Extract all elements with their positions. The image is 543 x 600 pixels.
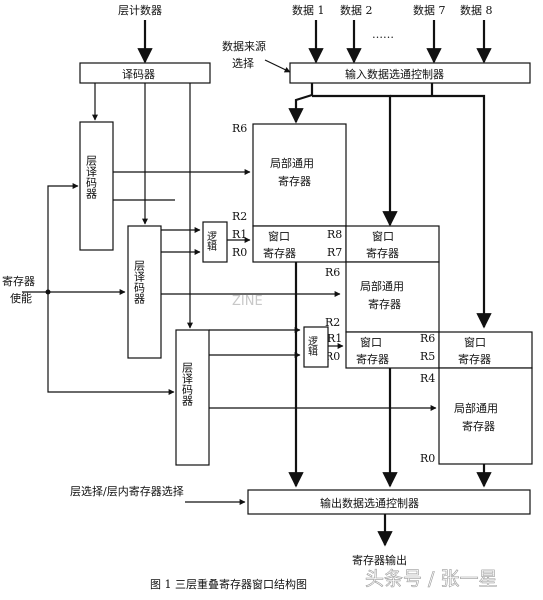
decoder-label: 译码器 — [122, 68, 155, 81]
layer-decoder-2 — [127, 225, 162, 359]
data8-label: 数据 8 — [460, 3, 493, 17]
data1-label: 数据 1 — [292, 3, 325, 17]
local-reg-3 — [438, 367, 533, 465]
window-reg-1-label: 窗口寄存器 — [263, 229, 296, 260]
r0-label-1: R0 — [232, 246, 247, 259]
r5-label: R5 — [420, 350, 435, 363]
r6-label-1: R6 — [232, 122, 247, 135]
window-reg-3-label: 窗口寄存器 — [458, 335, 491, 366]
window-reg-1b-label: 窗口寄存器 — [366, 229, 399, 260]
window-reg-2 — [345, 331, 440, 369]
input-ctrl-label: 输入数据选通控制器 — [345, 67, 444, 81]
layer-decoder-3 — [175, 329, 210, 466]
data-source-line1: 数据来源 — [222, 39, 266, 53]
data2-label: 数据 2 — [340, 3, 373, 17]
r0-label-2: R0 — [325, 350, 340, 363]
local-reg-3-label: 局部通用寄存器 — [454, 401, 498, 433]
data-source-select-label: 数据来源 选择 — [222, 39, 270, 70]
output-ctrl-box — [247, 489, 531, 515]
window-reg-3 — [438, 331, 533, 369]
layer-decoder-1-label: 层译码器 — [85, 155, 98, 200]
logic-1-label: 逻辑 — [205, 231, 217, 251]
r1-label-2: R1 — [327, 332, 342, 345]
output-ctrl-label: 输出数据选通控制器 — [320, 496, 419, 510]
logic-2 — [303, 326, 329, 368]
layer-select-label: 层选择/层内寄存器选择 — [70, 484, 184, 498]
r1-label-1: R1 — [232, 228, 247, 241]
watermark-site: ZINE — [232, 294, 263, 309]
dots-label: …… — [372, 28, 394, 41]
data7-label: 数据 7 — [413, 3, 446, 17]
logic-2-label: 逻辑 — [306, 336, 318, 356]
r6-label-2: R6 — [325, 266, 340, 279]
watermark-author: 头条号 / 张一星 — [365, 568, 497, 590]
window-reg-1b — [345, 225, 440, 263]
logic-1 — [202, 221, 228, 263]
layer-decoder-3-label: 层译码器 — [181, 362, 194, 407]
input-ctrl-box — [289, 62, 531, 84]
r2-label-1: R2 — [232, 210, 247, 223]
r0-label-3: R0 — [420, 452, 435, 465]
window-reg-2-label: 窗口寄存器 — [356, 335, 389, 366]
reg-output-label: 寄存器输出 — [352, 553, 407, 567]
r7-label: R7 — [327, 246, 342, 259]
layer-decoder-1 — [79, 121, 114, 251]
local-reg-1-label: 局部通用寄存器 — [270, 156, 314, 188]
layer-counter-label: 层计数器 — [118, 4, 162, 17]
layer-decoder-2-label: 层译码器 — [133, 260, 146, 305]
local-reg-1 — [252, 123, 347, 227]
r6-label-3: R6 — [420, 332, 435, 345]
watermark-author-shadow: 头条号 / 张一星 — [365, 568, 497, 590]
data-source-line2: 选择 — [232, 56, 254, 70]
r2-label-2: R2 — [325, 316, 340, 329]
r8-label: R8 — [327, 228, 342, 241]
local-reg-2-label: 局部通用寄存器 — [360, 279, 404, 311]
reg-enable-label: 寄存器使能 — [2, 274, 35, 305]
r4-label: R4 — [420, 372, 435, 385]
local-reg-2 — [345, 261, 440, 333]
figure-caption: 图 1 三层重叠寄存器窗口结构图 — [150, 577, 307, 591]
